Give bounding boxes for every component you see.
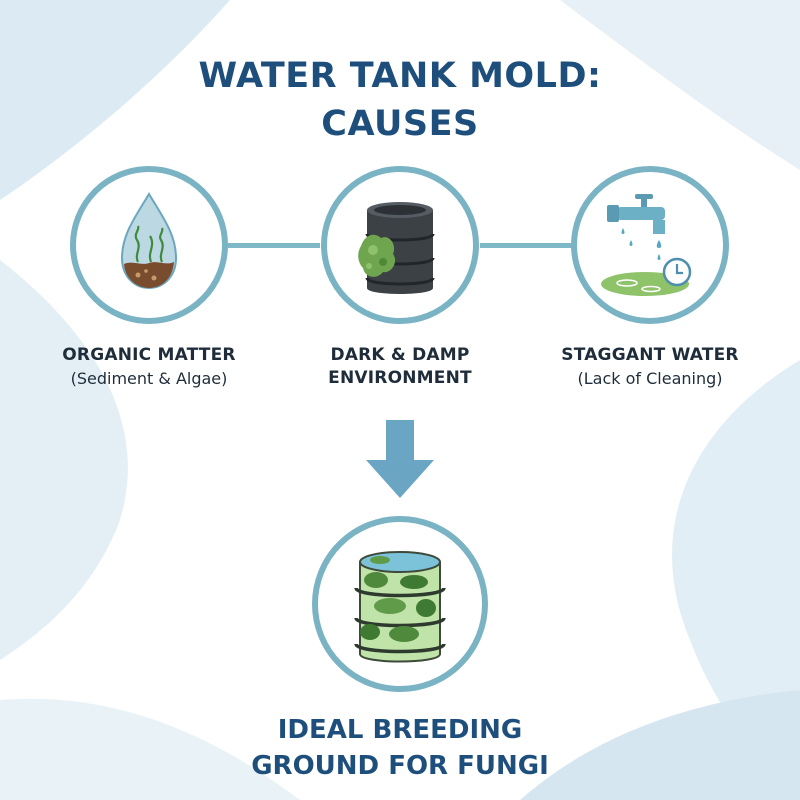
cause-stagnant-water-node: [571, 166, 729, 324]
cause-organic-matter-node: [70, 166, 228, 324]
title-line-1: WATER TANK MOLD:: [198, 56, 602, 96]
cause-dark-damp-label: DARK & DAMP ENVIRONMENT: [290, 344, 510, 390]
dripping-faucet-clock-icon: [601, 194, 692, 296]
result-label: IDEAL BREEDING GROUND FOR FUNGI: [0, 712, 800, 784]
result-line-1: IDEAL BREEDING: [277, 715, 523, 745]
connector-left: [228, 243, 320, 248]
stagnant-water-title: STAGGANT WATER: [561, 345, 739, 365]
moldy-water-tank-icon: [354, 551, 446, 663]
cause-dark-damp-node: [321, 166, 479, 324]
result-node: [312, 516, 488, 692]
organic-matter-subtitle: (Sediment & Algae): [70, 369, 228, 388]
stagnant-water-subtitle: (Lack of Cleaning): [577, 369, 723, 388]
organic-matter-title: ORGANIC MATTER: [62, 345, 236, 365]
cause-stagnant-water-label: STAGGANT WATER (Lack of Cleaning): [540, 344, 760, 390]
connector-right: [480, 243, 572, 248]
dark-damp-title-line-1: DARK & DAMP: [330, 345, 470, 365]
dark-moldy-barrel-icon: [358, 202, 435, 294]
cause-organic-matter-label: ORGANIC MATTER (Sediment & Algae): [39, 344, 259, 390]
arrow-down-icon: [366, 420, 434, 498]
water-drop-sediment-icon: [120, 192, 178, 290]
page-title: WATER TANK MOLD: CAUSES: [0, 52, 800, 148]
dark-damp-title-line-2: ENVIRONMENT: [328, 368, 472, 388]
result-line-2: GROUND FOR FUNGI: [251, 751, 549, 781]
title-line-2: CAUSES: [321, 104, 479, 144]
